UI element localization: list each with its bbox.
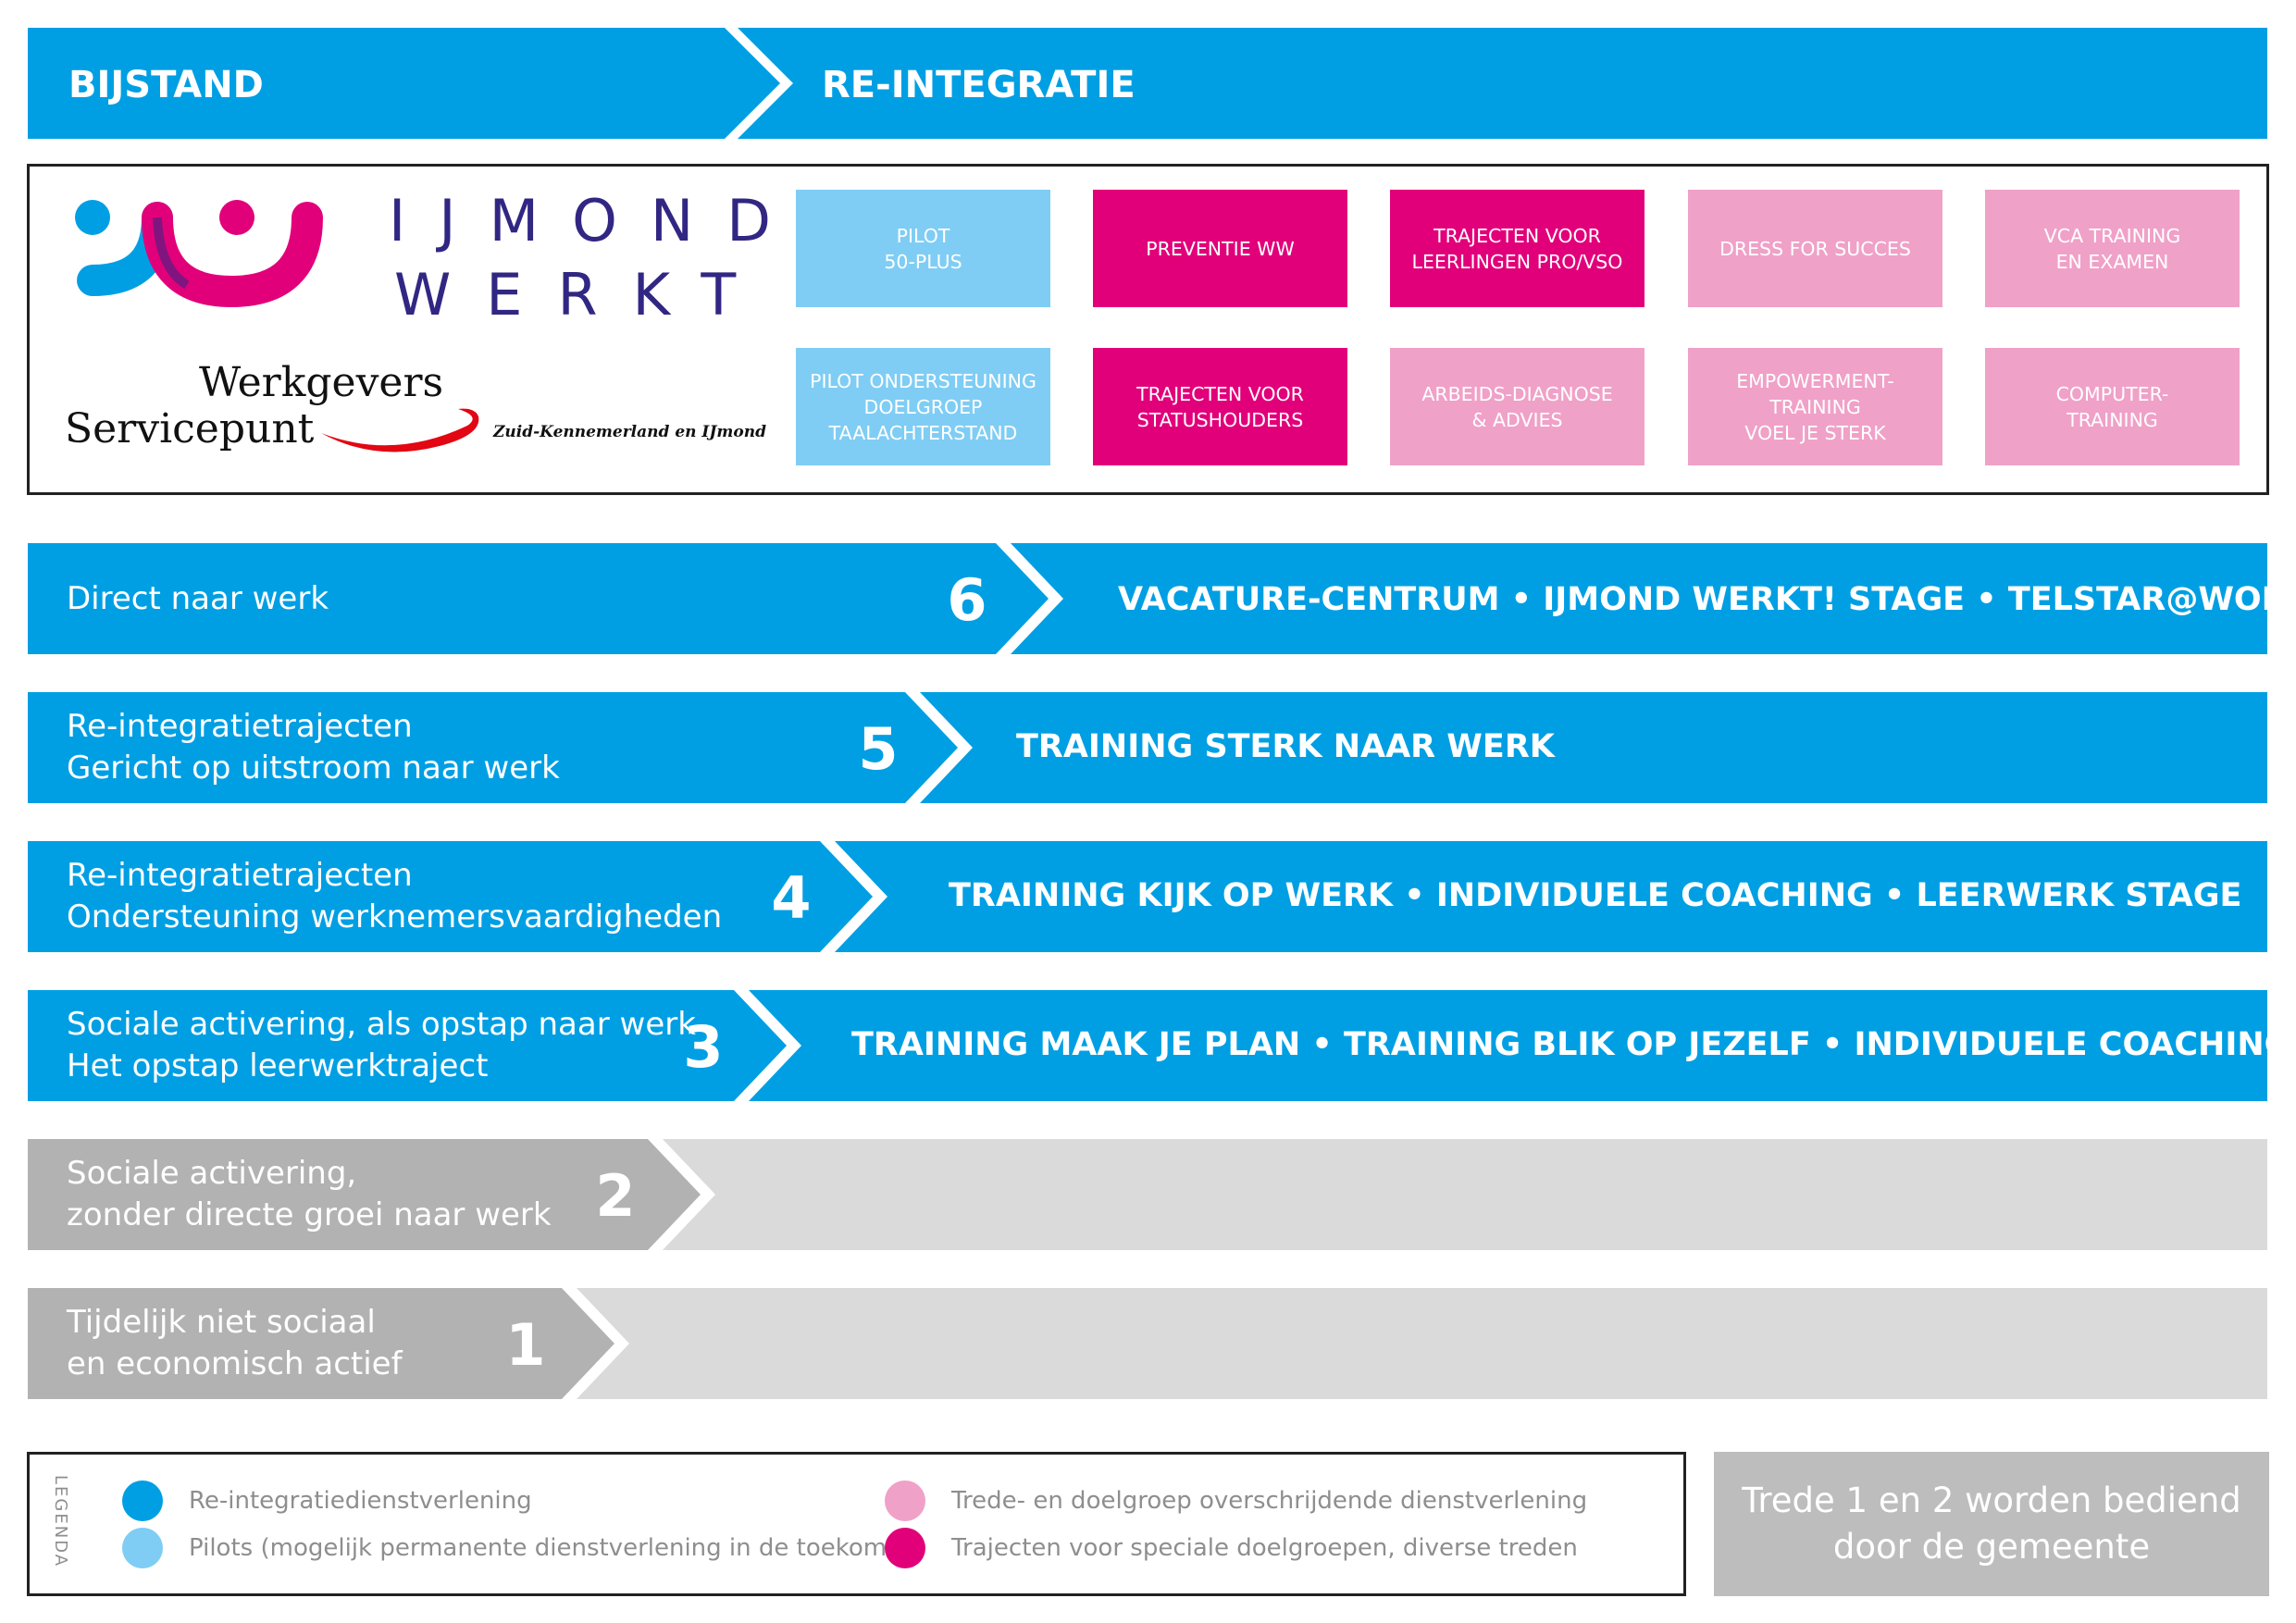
step-3-items: TRAINING MAAK JE PLAN • TRAINING BLIK OP… [851,1026,2291,1063]
ijmond-werkt-logo-mark [75,200,323,308]
step-3-number: 3 [683,1013,724,1081]
step-6-items: VACATURE-CENTRUM • IJMOND WERKT! STAGE •… [1118,581,2296,618]
step-6-number: 6 [947,566,987,634]
step-2-label: Sociale activering, zonder directe groei… [67,1155,552,1233]
legend-item-pilots: Pilots (mogelijk permanente dienstverlen… [122,1527,918,1569]
step-5-label: Re-integratietrajecten Gericht op uitstr… [67,708,560,787]
legend-dot-pink [885,1481,925,1521]
step-1-number: 1 [505,1311,546,1379]
step-2-left-shape [28,1139,701,1250]
step-5-items: TRAINING STERK NAAR WERK [1016,728,1555,765]
legend-dot-light-blue [122,1528,163,1568]
header-bijstand-shape [28,28,780,139]
step-3-left-shape [28,990,787,1101]
step-6-label: Direct naar werk [67,580,329,617]
step-5-number: 5 [858,715,899,783]
step-5-right-shape [920,692,2267,803]
step-4-label: Re-integratietrajecten Ondersteuning wer… [67,857,723,935]
step-4-left-shape [28,841,873,952]
legend-item-speciale-doelgroepen: Trajecten voor speciale doelgroepen, div… [885,1527,1578,1569]
tile-dress-for-succes: DRESS FOR SUCCES [1688,190,1942,307]
legend-label: Trajecten voor speciale doelgroepen, div… [951,1534,1578,1562]
step-5-left-shape [28,692,958,803]
header-reintegratie-label: RE-INTEGRATIE [822,64,1136,106]
legend-dot-magenta [885,1528,925,1568]
tile-vca-training: VCA TRAINING EN EXAMEN [1985,190,2240,307]
steps-shapes [28,543,2267,1399]
tile-preventie-ww: PREVENTIE WW [1093,190,1347,307]
step-4-right-shape [835,841,2267,952]
step-4-items: TRAINING KIJK OP WERK • INDIVIDUELE COAC… [949,877,2242,914]
legend-label: Re-integratiedienstverlening [189,1487,532,1515]
step-3-right-shape [749,990,2267,1101]
header-bijstand-label: BIJSTAND [68,64,264,106]
tile-trajecten-leerlingen: TRAJECTEN VOOR LEERLINGEN PRO/VSO [1390,190,1644,307]
legend-title: LEGENDA [51,1475,70,1568]
wsp-logo-line1: Werkgevers [199,359,444,406]
legend-dot-blue [122,1481,163,1521]
wsp-logo-line2: Servicepunt [65,405,315,452]
gemeente-note: Trede 1 en 2 worden bediend door de geme… [1714,1452,2269,1596]
step-1-right-shape [577,1288,2267,1399]
step-2-number: 2 [595,1162,636,1230]
step-6-right-shape [1011,543,2267,654]
legend-label: Trede- en doelgroep overschrijdende dien… [951,1487,1588,1515]
step-2-right-shape [663,1139,2267,1250]
tile-pilot-50-plus: PILOT 50-PLUS [796,190,1050,307]
step-3-label: Sociale activering, als opstap naar werk… [67,1006,696,1084]
ijmond-wordmark: IJMOND [389,187,804,254]
tile-arbeids-diagnose: ARBEIDS-DIAGNOSE & ADVIES [1390,348,1644,465]
legend-label: Pilots (mogelijk permanente dienstverlen… [189,1534,918,1562]
step-6-left-shape [28,543,1049,654]
header-arrow-shapes [28,28,2267,139]
step-1-label: Tijdelijk niet sociaal en economisch act… [67,1304,403,1382]
wsp-region-label: Zuid-Kennemerland en IJmond [493,423,766,441]
tile-trajecten-statushouders: TRAJECTEN VOOR STATUSHOUDERS [1093,348,1347,465]
tile-pilot-taalachterstand: PILOT ONDERSTEUNING DOELGROEP TAALACHTER… [796,348,1050,465]
legend-item-trede-overschrijdend: Trede- en doelgroep overschrijdende dien… [885,1480,1587,1522]
step-4-number: 4 [771,864,812,932]
werkt-wordmark: WERKT [394,261,772,328]
step-1-left-shape [28,1288,614,1399]
legend-box [27,1452,1686,1596]
legend-item-reintegratie: Re-integratiedienstverlening [122,1480,532,1522]
wsp-swoosh-icon [321,408,479,452]
tile-computer-training: COMPUTER- TRAINING [1985,348,2240,465]
tile-empowerment-training: EMPOWERMENT-TRAINING VOEL JE STERK [1688,348,1942,465]
header-reintegratie-shape [738,28,2267,139]
